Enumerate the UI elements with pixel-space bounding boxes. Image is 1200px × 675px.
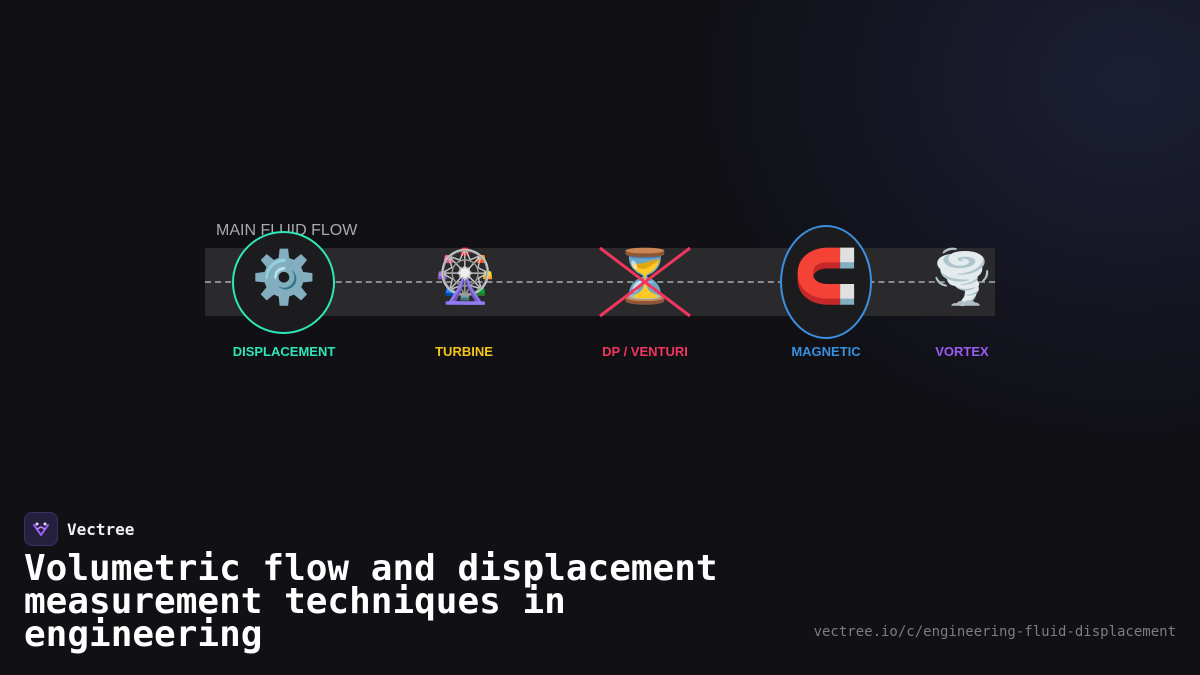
stage-label-dp-venturi: DP / VENTURI xyxy=(602,344,688,359)
flow-dashed-line xyxy=(205,281,995,283)
brand-name: Vectree xyxy=(67,519,135,539)
page-title: Volumetric flow and displacement measure… xyxy=(24,548,718,655)
gear-icon: ⚙️ xyxy=(251,248,317,308)
ferris-wheel-icon: 🎡 xyxy=(432,247,498,307)
stage-label-vortex: VORTEX xyxy=(935,344,989,359)
stage-label-displacement: DISPLACEMENT xyxy=(232,344,336,359)
magnetic-highlight-ring xyxy=(780,225,872,339)
tornado-icon: 🌪️ xyxy=(929,248,995,308)
displacement-highlight-ring xyxy=(232,231,335,334)
page-url[interactable]: vectree.io/c/engineering-fluid-displacem… xyxy=(813,624,1176,640)
venturi-cross-icon xyxy=(599,246,691,318)
brand[interactable]: Vectree xyxy=(24,512,134,546)
vectree-logo-icon xyxy=(24,512,58,546)
stage-label-turbine: TURBINE xyxy=(435,344,493,359)
pipe-label: MAIN FLUID FLOW xyxy=(216,222,358,239)
magnet-icon: 🧲 xyxy=(793,247,859,307)
stage-label-magnetic: MAGNETIC xyxy=(791,344,861,359)
